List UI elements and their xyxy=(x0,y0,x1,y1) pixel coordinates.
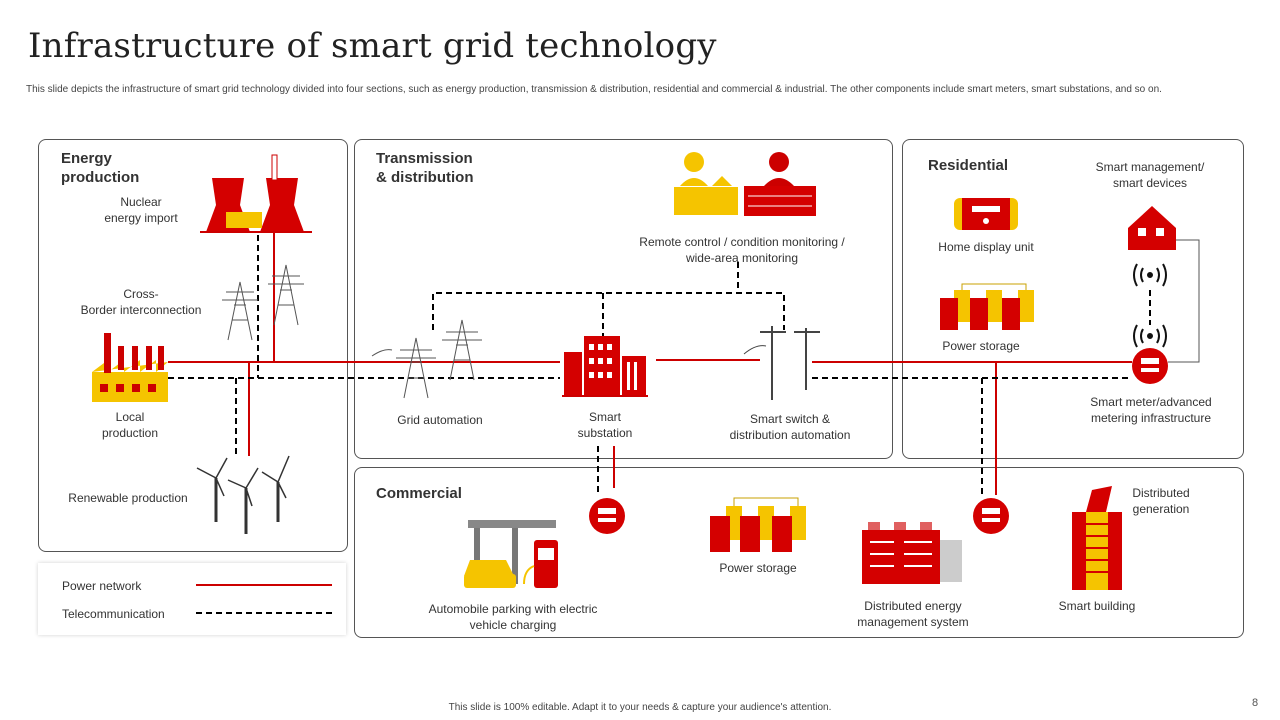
page-subtitle: This slide depicts the infrastructure of… xyxy=(26,84,1162,95)
power-network-lines xyxy=(168,230,1132,495)
local-production-label: Local production xyxy=(101,410,159,440)
commercial-power-storage-icon xyxy=(710,497,806,552)
remote-control-operators-icon xyxy=(674,152,816,216)
wifi-signal-icon xyxy=(1133,263,1167,348)
cross-border-label: Cross- Border interconnection xyxy=(80,287,202,317)
ev-charging-station-icon xyxy=(464,520,558,588)
page-title: Infrastructure of smart grid technology xyxy=(28,26,717,66)
legend-line-samples xyxy=(196,584,332,614)
legend: Power network Telecommunication xyxy=(38,563,346,635)
grid-automation-pylon-icon xyxy=(371,319,482,399)
commercial-power-storage-label: Power storage xyxy=(719,561,797,575)
home-display-unit-icon xyxy=(954,198,1018,230)
legend-power-label: Power network xyxy=(62,579,142,593)
nuclear-plant-icon xyxy=(200,154,312,233)
distributed-generation-label: Distributed generation xyxy=(1132,486,1190,516)
smart-house-icon xyxy=(1128,206,1176,250)
smart-meter-to-house-connector xyxy=(1168,239,1200,363)
smart-switch-label: Smart switch & distribution automation xyxy=(729,412,851,442)
smart-management-label: Smart management/ smart devices xyxy=(1095,160,1205,190)
smart-switch-pole-icon xyxy=(743,326,820,400)
commercial-heading: Commercial xyxy=(376,485,462,502)
page-number: 8 xyxy=(1252,697,1259,709)
grid-automation-label: Grid automation xyxy=(397,413,483,427)
smart-meter-icon xyxy=(589,348,1168,534)
energy-management-system-icon xyxy=(862,522,962,584)
footer-note: This slide is 100% editable. Adapt it to… xyxy=(448,702,832,713)
transmission-heading: Transmission & distribution xyxy=(376,150,474,186)
dems-label: Distributed energy management system xyxy=(857,599,969,629)
factory-icon xyxy=(92,333,168,402)
cross-border-pylon-icon xyxy=(222,264,304,341)
ev-charging-label: Automobile parking with electric vehicle… xyxy=(428,602,598,632)
smart-substation-icon xyxy=(562,336,648,397)
smart-building-label: Smart building xyxy=(1058,599,1136,613)
home-display-label: Home display unit xyxy=(938,240,1034,254)
residential-heading: Residential xyxy=(928,157,1009,174)
legend-telecom-label: Telecommunication xyxy=(62,607,165,621)
residential-power-storage-icon xyxy=(940,283,1034,330)
wind-turbine-icon xyxy=(196,455,290,534)
smart-building-icon xyxy=(1072,486,1122,590)
telecommunication-lines xyxy=(158,235,1151,495)
nuclear-energy-label: Nuclear energy import xyxy=(104,195,178,225)
smart-substation-label: Smart substation xyxy=(577,410,633,440)
smart-meter-label: Smart meter/advanced metering infrastruc… xyxy=(1090,395,1212,425)
renewable-production-label: Renewable production xyxy=(68,491,188,505)
energy-production-heading: Energy production xyxy=(61,150,140,186)
remote-control-label: Remote control / condition monitoring / … xyxy=(639,235,845,265)
residential-power-storage-label: Power storage xyxy=(942,339,1020,353)
energy-production-panel xyxy=(38,139,348,552)
